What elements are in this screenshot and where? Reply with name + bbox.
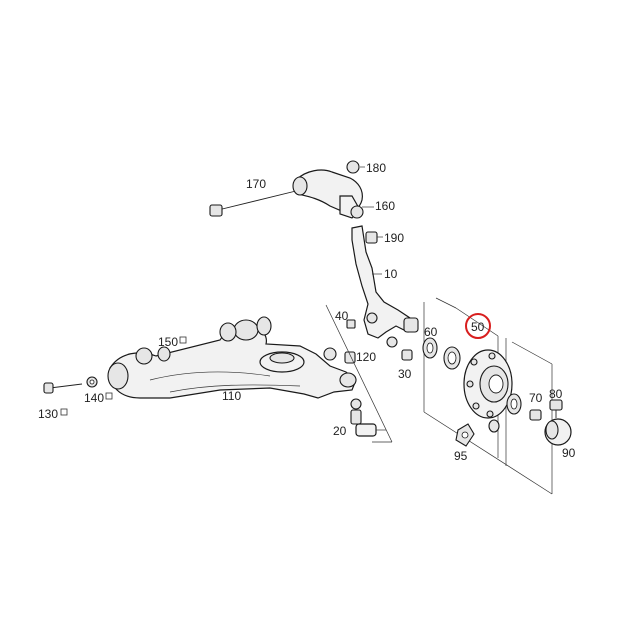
- label-130[interactable]: 130: [38, 407, 58, 421]
- small-bolt-40[interactable]: [346, 319, 356, 329]
- bolt-130[interactable]: [43, 382, 83, 394]
- label-120[interactable]: 120: [356, 350, 376, 364]
- label-40[interactable]: 40: [335, 309, 349, 323]
- marker-150: [179, 336, 187, 344]
- nut-70[interactable]: [529, 409, 542, 421]
- label-10[interactable]: 10: [384, 267, 398, 281]
- label-170[interactable]: 170: [246, 177, 266, 191]
- label-20[interactable]: 20: [333, 424, 347, 438]
- bearing-inner[interactable]: [443, 346, 461, 370]
- marker-130: [60, 408, 68, 416]
- grease-cap-90[interactable]: [544, 418, 572, 446]
- wheel-hub-50[interactable]: [463, 349, 513, 419]
- tool-95[interactable]: [455, 423, 475, 447]
- highlight-circle-50: [465, 313, 491, 339]
- nut-30[interactable]: [401, 349, 413, 361]
- label-90[interactable]: 90: [562, 446, 576, 460]
- bushing-150[interactable]: [135, 316, 272, 365]
- label-50[interactable]: 50: [471, 320, 485, 334]
- label-110[interactable]: 110: [222, 389, 241, 403]
- label-150[interactable]: 150: [158, 335, 178, 349]
- washer-140[interactable]: [86, 376, 98, 388]
- label-160[interactable]: 160: [375, 199, 395, 213]
- seal-60[interactable]: [422, 337, 438, 359]
- marker-glyphs: [60, 336, 187, 416]
- marker-140: [105, 392, 113, 400]
- bolt-80[interactable]: [549, 399, 563, 418]
- label-80[interactable]: 80: [549, 387, 563, 401]
- label-30[interactable]: 30: [398, 367, 412, 381]
- label-60[interactable]: 60: [424, 325, 438, 339]
- upper-control-arm-assembly[interactable]: [209, 160, 374, 219]
- nut-190[interactable]: [365, 231, 383, 244]
- bearing-outer-70[interactable]: [506, 393, 522, 415]
- label-70[interactable]: 70: [529, 391, 543, 405]
- label-140[interactable]: 140: [84, 391, 104, 405]
- ball-joint-20[interactable]: [350, 398, 386, 437]
- label-95[interactable]: 95: [454, 449, 468, 463]
- label-180[interactable]: 180: [366, 161, 386, 175]
- steering-knuckle[interactable]: [351, 225, 419, 348]
- ring-small[interactable]: [488, 419, 500, 433]
- label-190[interactable]: 190: [384, 231, 404, 245]
- part-labels: 10 20 30 40 50 60 70 80 90 95 110 120 13…: [38, 161, 576, 463]
